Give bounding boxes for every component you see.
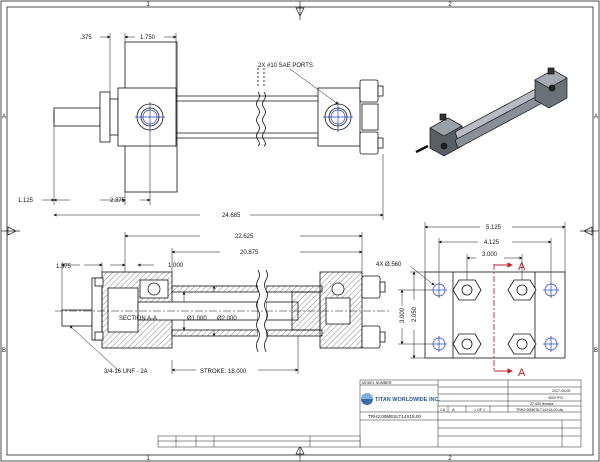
title-pressure: 3000 PSI — [548, 396, 563, 400]
hole-callout: 4X Ø.560 — [376, 262, 402, 268]
dia-1000: Ø1.000 — [187, 316, 207, 322]
top-view-dimensions — [42, 33, 384, 220]
zone-col-1-top: 1 — [146, 2, 150, 8]
dim-2050: 2.050 — [412, 306, 418, 322]
zone-row-b-left: B — [2, 348, 6, 354]
end-view — [424, 271, 566, 359]
dim-1000: 1.000 — [168, 263, 184, 269]
dia-2000: Ø2.000 — [217, 316, 237, 322]
section-mark-bottom: A — [518, 367, 526, 379]
dim-1750: 1.750 — [140, 35, 156, 41]
dim-24685: 24.685 — [222, 213, 241, 219]
ports-callout: 2X #10 SAE PORTS — [258, 63, 313, 69]
title-scale: 1:6 — [440, 408, 445, 412]
stroke-label: STROKE: 18.000 — [200, 369, 247, 375]
end-view-dimensions — [398, 222, 566, 359]
company-logo — [361, 393, 373, 405]
zone-row-a-left: A — [2, 114, 6, 120]
isometric-view — [415, 67, 568, 157]
title-drawing-file: TRH2.00MESLT14X18.00.dw — [516, 408, 563, 412]
dim-375: .375 — [80, 35, 92, 41]
company-name: TITAN WORLDWIDE INC. — [375, 397, 440, 403]
zone-col-1-bottom: 1 — [146, 456, 150, 462]
dim-3000-h: 3.000 — [482, 252, 498, 258]
section-dimensions — [61, 232, 363, 374]
port-center-marks — [135, 102, 353, 132]
zone-row-a-right: A — [594, 114, 598, 120]
title-size: A — [452, 407, 455, 412]
dim-4125: 4.125 — [484, 240, 500, 246]
dim-1125: 1.125 — [18, 198, 34, 204]
section-view — [61, 271, 386, 349]
thread-callout: 3/4-16 UNF - 2A — [104, 369, 148, 375]
end-view-holes — [431, 282, 559, 352]
title-weight: 27.400 lbmass — [530, 402, 554, 406]
dim-20875: 20.875 — [240, 250, 259, 256]
zone-col-2-top: 2 — [448, 2, 452, 8]
dim-5125: 5.125 — [486, 225, 502, 231]
dim-2375: 2.375 — [110, 198, 126, 204]
zone-row-b-right: B — [594, 348, 598, 354]
title-block — [157, 379, 582, 448]
zone-col-2-bottom: 2 — [448, 456, 452, 462]
dim-3000-v: 3.000 — [400, 307, 406, 323]
dim-22625: 22.625 — [235, 234, 254, 240]
title-date: 2017-05-05 — [552, 389, 570, 393]
model-number-label: MODEL NUMBER: — [362, 381, 392, 385]
section-cut-line — [493, 262, 513, 374]
dim-1375: 1.375 — [56, 264, 72, 270]
title-sheet: 1 OF 1 — [474, 408, 485, 412]
title-part-number: TRH2.00MESLT14X18.00 — [368, 414, 421, 419]
section-label: SECTION A-A — [119, 316, 157, 322]
